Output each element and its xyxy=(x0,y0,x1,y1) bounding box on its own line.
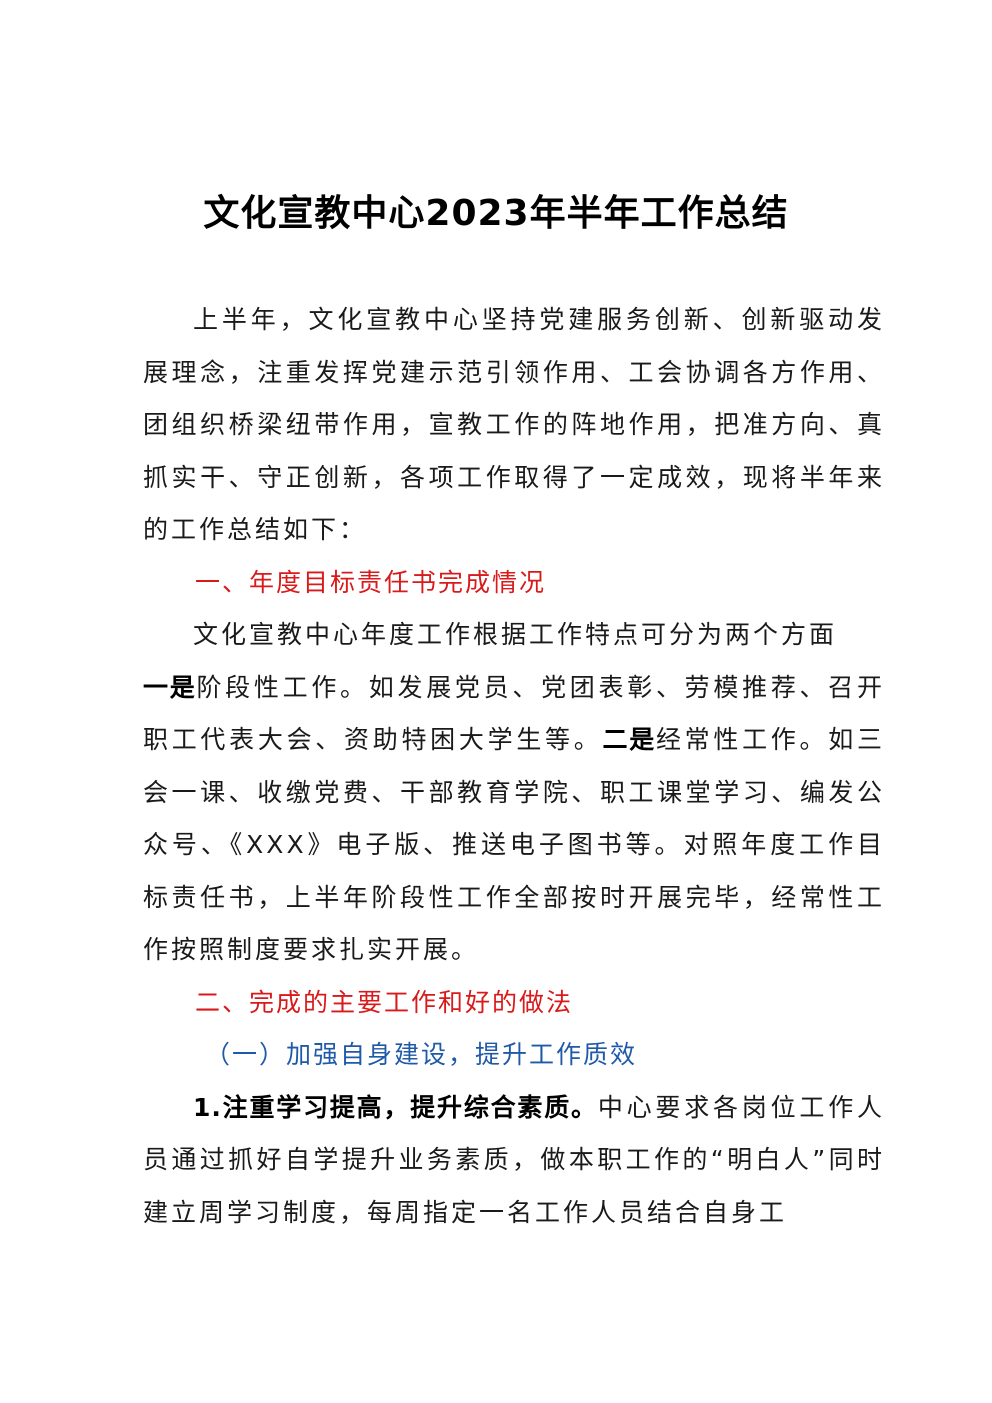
section1-text-a: 文化宣教中心年度工作根据工作特点可分为两个方面 xyxy=(193,620,838,649)
item1-text: 中心要求各岗位工作人员通过抓好自学提升业务素质，做本职工作的“明白人”同时建立周… xyxy=(143,1092,885,1227)
section1-paragraph: 文化宣教中心年度工作根据工作特点可分为两个方面一是阶段性工作。如发展党员、党团表… xyxy=(143,609,885,977)
item1-paragraph: 1.注重学习提高，提升综合素质。中心要求各岗位工作人员通过抓好自学提升业务素质，… xyxy=(143,1082,885,1240)
document-title: 文化宣教中心2023年半年工作总结 xyxy=(203,193,789,234)
section-heading-2: 二、完成的主要工作和好的做法 xyxy=(195,987,574,1017)
item1-lead: 1.注重学习提高，提升综合素质。 xyxy=(193,1092,598,1122)
section1-lead-two: 二是 xyxy=(602,725,656,754)
section1-lead-one: 一是 xyxy=(143,672,197,702)
intro-paragraph: 上半年，文化宣教中心坚持党建服务创新、创新驱动发展理念，注重发挥党建示范引领作用… xyxy=(143,305,885,544)
section1-text-c: 经常性工作。如三会一课、收缴党费、干部教育学院、职工课堂学习、编发公众号、《XX… xyxy=(143,725,885,964)
subsection-heading-1: （一）加强自身建设，提升工作质效 xyxy=(205,1040,638,1069)
document-body: 上半年，文化宣教中心坚持党建服务创新、创新驱动发展理念，注重发挥党建示范引领作用… xyxy=(143,294,885,1239)
section1-text-b: 阶段性工作。如发展党员、党团表彰、劳模推荐、召开职工代表大会、资助特困大学生等。 xyxy=(143,672,885,755)
section-heading-1: 一、年度目标责任书完成情况 xyxy=(195,567,547,597)
